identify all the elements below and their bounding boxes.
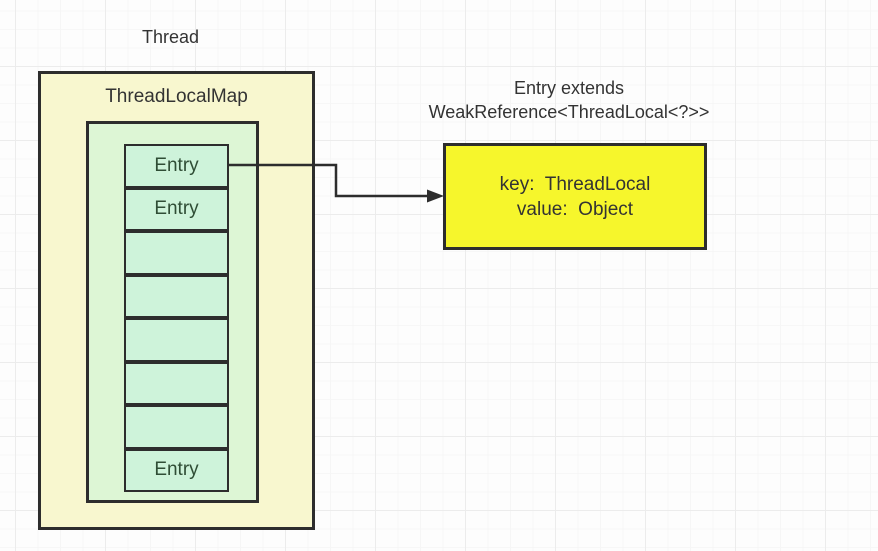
- threadlocalmap-title: ThreadLocalMap: [105, 86, 248, 107]
- empty-slot: [124, 405, 229, 449]
- entry-extends-caption: Entry extends WeakReference<ThreadLocal<…: [399, 76, 739, 124]
- arrowhead-icon: [427, 189, 444, 203]
- entry-key-line: key: ThreadLocal: [499, 173, 651, 195]
- entry-slot: Entry: [124, 187, 229, 231]
- entry-extends-line1: Entry extends: [513, 78, 625, 98]
- entry-slot: Entry: [124, 448, 229, 492]
- entry-slot: Entry: [124, 144, 229, 188]
- entry-extends-line2: WeakReference<ThreadLocal<?>>: [428, 102, 710, 122]
- entry-detail-box: key: ThreadLocal value: Object: [443, 143, 707, 250]
- empty-slot: [124, 231, 229, 275]
- entry-value-line: value: Object: [516, 198, 634, 220]
- empty-slot: [124, 318, 229, 362]
- empty-slot: [124, 274, 229, 318]
- thread-label: Thread: [141, 27, 200, 47]
- empty-slot: [124, 361, 229, 405]
